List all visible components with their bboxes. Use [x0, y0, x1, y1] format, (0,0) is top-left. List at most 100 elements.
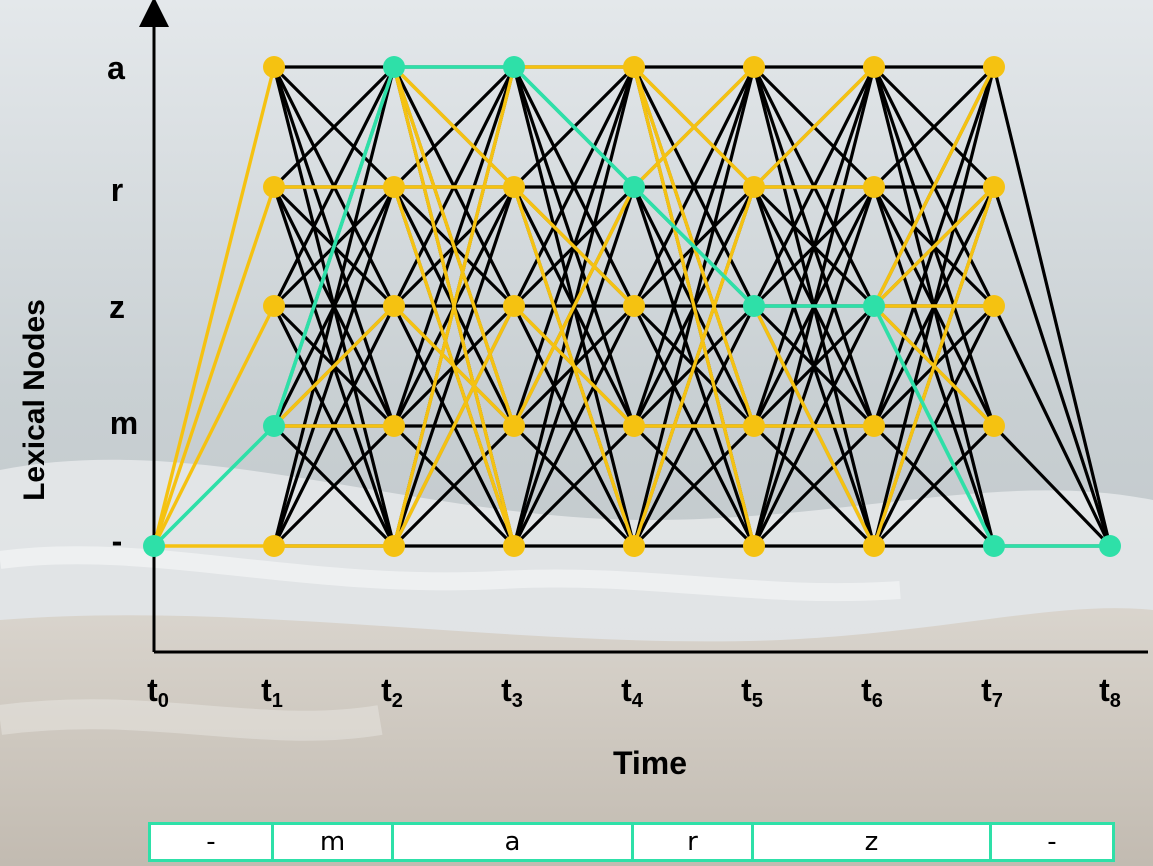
- node-label-r: r: [110, 172, 124, 208]
- lattice-node: [263, 56, 285, 78]
- best-path-edge: [512, 65, 636, 189]
- lattice-edge: [872, 424, 996, 548]
- lattice-node: [263, 176, 285, 198]
- partial-path-edge: [392, 304, 516, 428]
- lattice-edge: [872, 65, 996, 189]
- lattice-node: [383, 535, 405, 557]
- lattice-node: [983, 56, 1005, 78]
- lattice-node-best: [143, 535, 165, 557]
- lattice-node: [983, 176, 1005, 198]
- lattice-edge: [272, 424, 396, 548]
- lattice-node: [743, 535, 765, 557]
- lattice-edge: [512, 424, 636, 548]
- lattice-edge: [632, 65, 756, 308]
- lattice-node-best: [263, 415, 285, 437]
- partial-path-edge: [752, 65, 876, 189]
- lattice-node: [623, 56, 645, 78]
- lattice-node: [503, 535, 525, 557]
- partial-path-edge: [872, 185, 996, 548]
- lattice-node-best: [503, 56, 525, 78]
- partial-path-edge: [272, 304, 396, 428]
- lattice-edge: [272, 65, 396, 189]
- lattice-node: [743, 56, 765, 78]
- partial-path-edge: [632, 65, 756, 548]
- lattice-node: [743, 415, 765, 437]
- lattice-edge: [992, 304, 1112, 548]
- lattice-nodes: [143, 56, 1121, 557]
- node-label-z: z: [109, 289, 125, 325]
- best-path-edge: [272, 65, 396, 428]
- lattice-node: [383, 415, 405, 437]
- partial-path-edge: [512, 304, 636, 428]
- node-label-blank: -: [111, 523, 123, 559]
- lattice-edge: [752, 424, 876, 548]
- partial-path-edge: [152, 185, 276, 548]
- segment-cell: -: [1047, 827, 1057, 857]
- lattice-node: [863, 56, 885, 78]
- best-path-edge: [872, 304, 996, 548]
- lattice-edge: [392, 424, 516, 548]
- segment-cell: -: [151, 825, 274, 859]
- lattice-node: [983, 415, 1005, 437]
- best-path-edges: [152, 65, 1112, 548]
- y-axis-title: Lexical Nodes: [18, 299, 51, 501]
- lattice-edge: [512, 65, 636, 308]
- lattice-node: [623, 415, 645, 437]
- partial-path-edge: [512, 185, 636, 428]
- lattice-node: [503, 295, 525, 317]
- time-label-t6: t6: [861, 672, 883, 712]
- lattice-node: [263, 535, 285, 557]
- lattice-node-best: [383, 56, 405, 78]
- partial-path-edge: [512, 185, 636, 308]
- lattice-edge: [752, 185, 876, 548]
- lattice-edge: [512, 304, 636, 548]
- lattice-node-best: [863, 295, 885, 317]
- partial-path-edge: [752, 304, 876, 548]
- time-label-t2: t2: [381, 672, 403, 712]
- best-path-edge: [632, 185, 756, 308]
- partial-path-edge: [152, 65, 276, 548]
- time-label-t8: t8: [1099, 672, 1121, 712]
- time-label-t0: t0: [147, 672, 169, 712]
- node-label-a: a: [107, 50, 125, 86]
- time-label-t3: t3: [501, 672, 523, 712]
- lattice-node: [503, 415, 525, 437]
- lattice-node: [383, 176, 405, 198]
- lattice-node-best: [743, 295, 765, 317]
- partial-path-edge: [872, 185, 996, 308]
- segment-cell: a: [394, 825, 634, 859]
- partial-path-edge: [392, 65, 516, 548]
- lattice-node: [863, 415, 885, 437]
- partial-path-edge: [632, 185, 756, 548]
- lattice-edge: [632, 424, 756, 548]
- x-axis-title: Time: [612, 745, 688, 781]
- partial-path-edge: [872, 65, 996, 308]
- partial-path-edge: [632, 65, 756, 189]
- lattice-node-best: [983, 535, 1005, 557]
- partial-path-edge: [392, 304, 516, 548]
- lattice-node: [383, 295, 405, 317]
- lattice-node: [623, 535, 645, 557]
- best-path-edge: [152, 424, 276, 548]
- lattice-node-best: [1099, 535, 1121, 557]
- partial-path-edges: [152, 65, 996, 548]
- lattice-node: [983, 295, 1005, 317]
- segmentation-table: - m a r z -: [148, 822, 1115, 862]
- time-label-t4: t4: [621, 672, 643, 712]
- lattice-edge: [752, 65, 876, 428]
- lattice-node-best: [623, 176, 645, 198]
- lattice-node: [503, 176, 525, 198]
- lattice-edge: [992, 424, 1112, 548]
- lattice-edge: [272, 65, 396, 548]
- lattice-node: [743, 176, 765, 198]
- node-label-m: m: [109, 405, 139, 441]
- segment-cell: z: [754, 825, 992, 859]
- partial-path-edge: [392, 65, 516, 189]
- lattice-node: [263, 295, 285, 317]
- time-label-t1: t1: [261, 672, 283, 712]
- time-label-t5: t5: [741, 672, 763, 712]
- lattice-node: [623, 295, 645, 317]
- lattice-node: [863, 176, 885, 198]
